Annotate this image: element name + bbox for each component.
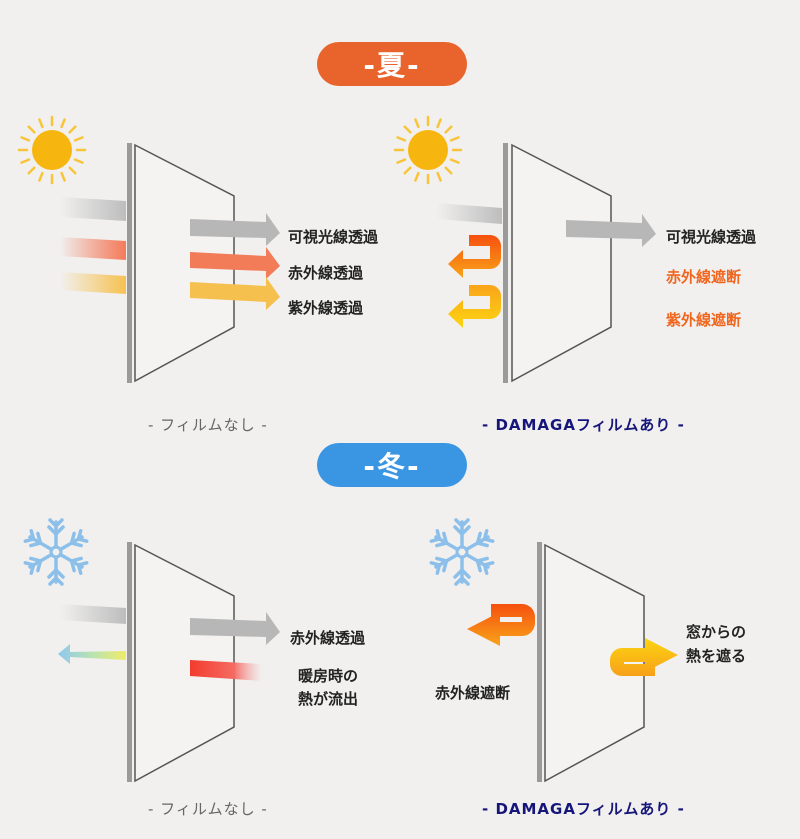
label-block-heat-line1: 窓からの — [686, 623, 747, 641]
winter-badge: -冬- — [317, 443, 467, 487]
summer-badge: -夏- — [317, 42, 467, 86]
label-heat-escape-line2: 熱が流出 — [298, 690, 359, 708]
snowflake-icon — [25, 520, 87, 584]
label-visible-transmit: 可視光線透過 — [288, 228, 379, 246]
label-infrared-transmit: 赤外線透過 — [288, 264, 364, 282]
label-infrared-blocked: 赤外線遮断 — [666, 268, 742, 286]
sun-icon — [393, 115, 463, 185]
caption-no-film: - フィルムなし - — [148, 800, 268, 818]
label-block-heat-line2: 熱を遮る — [686, 647, 747, 665]
caption-no-film: - フィルムなし - — [148, 416, 268, 434]
snowflake-icon — [431, 520, 493, 584]
caption-with-film: - DAMAGAフィルムあり - — [482, 416, 685, 434]
caption-with-film: - DAMAGAフィルムあり - — [482, 800, 685, 818]
label-uv-transmit: 紫外線透過 — [288, 299, 364, 317]
label-heat-escape-line1: 暖房時の — [298, 667, 359, 685]
sun-icon — [17, 115, 87, 185]
label-infrared-transmit: 赤外線透過 — [290, 629, 366, 647]
label-infrared-blocked: 赤外線遮断 — [435, 684, 511, 702]
label-uv-blocked: 紫外線遮断 — [666, 311, 742, 329]
label-visible-transmit: 可視光線透過 — [666, 228, 757, 246]
